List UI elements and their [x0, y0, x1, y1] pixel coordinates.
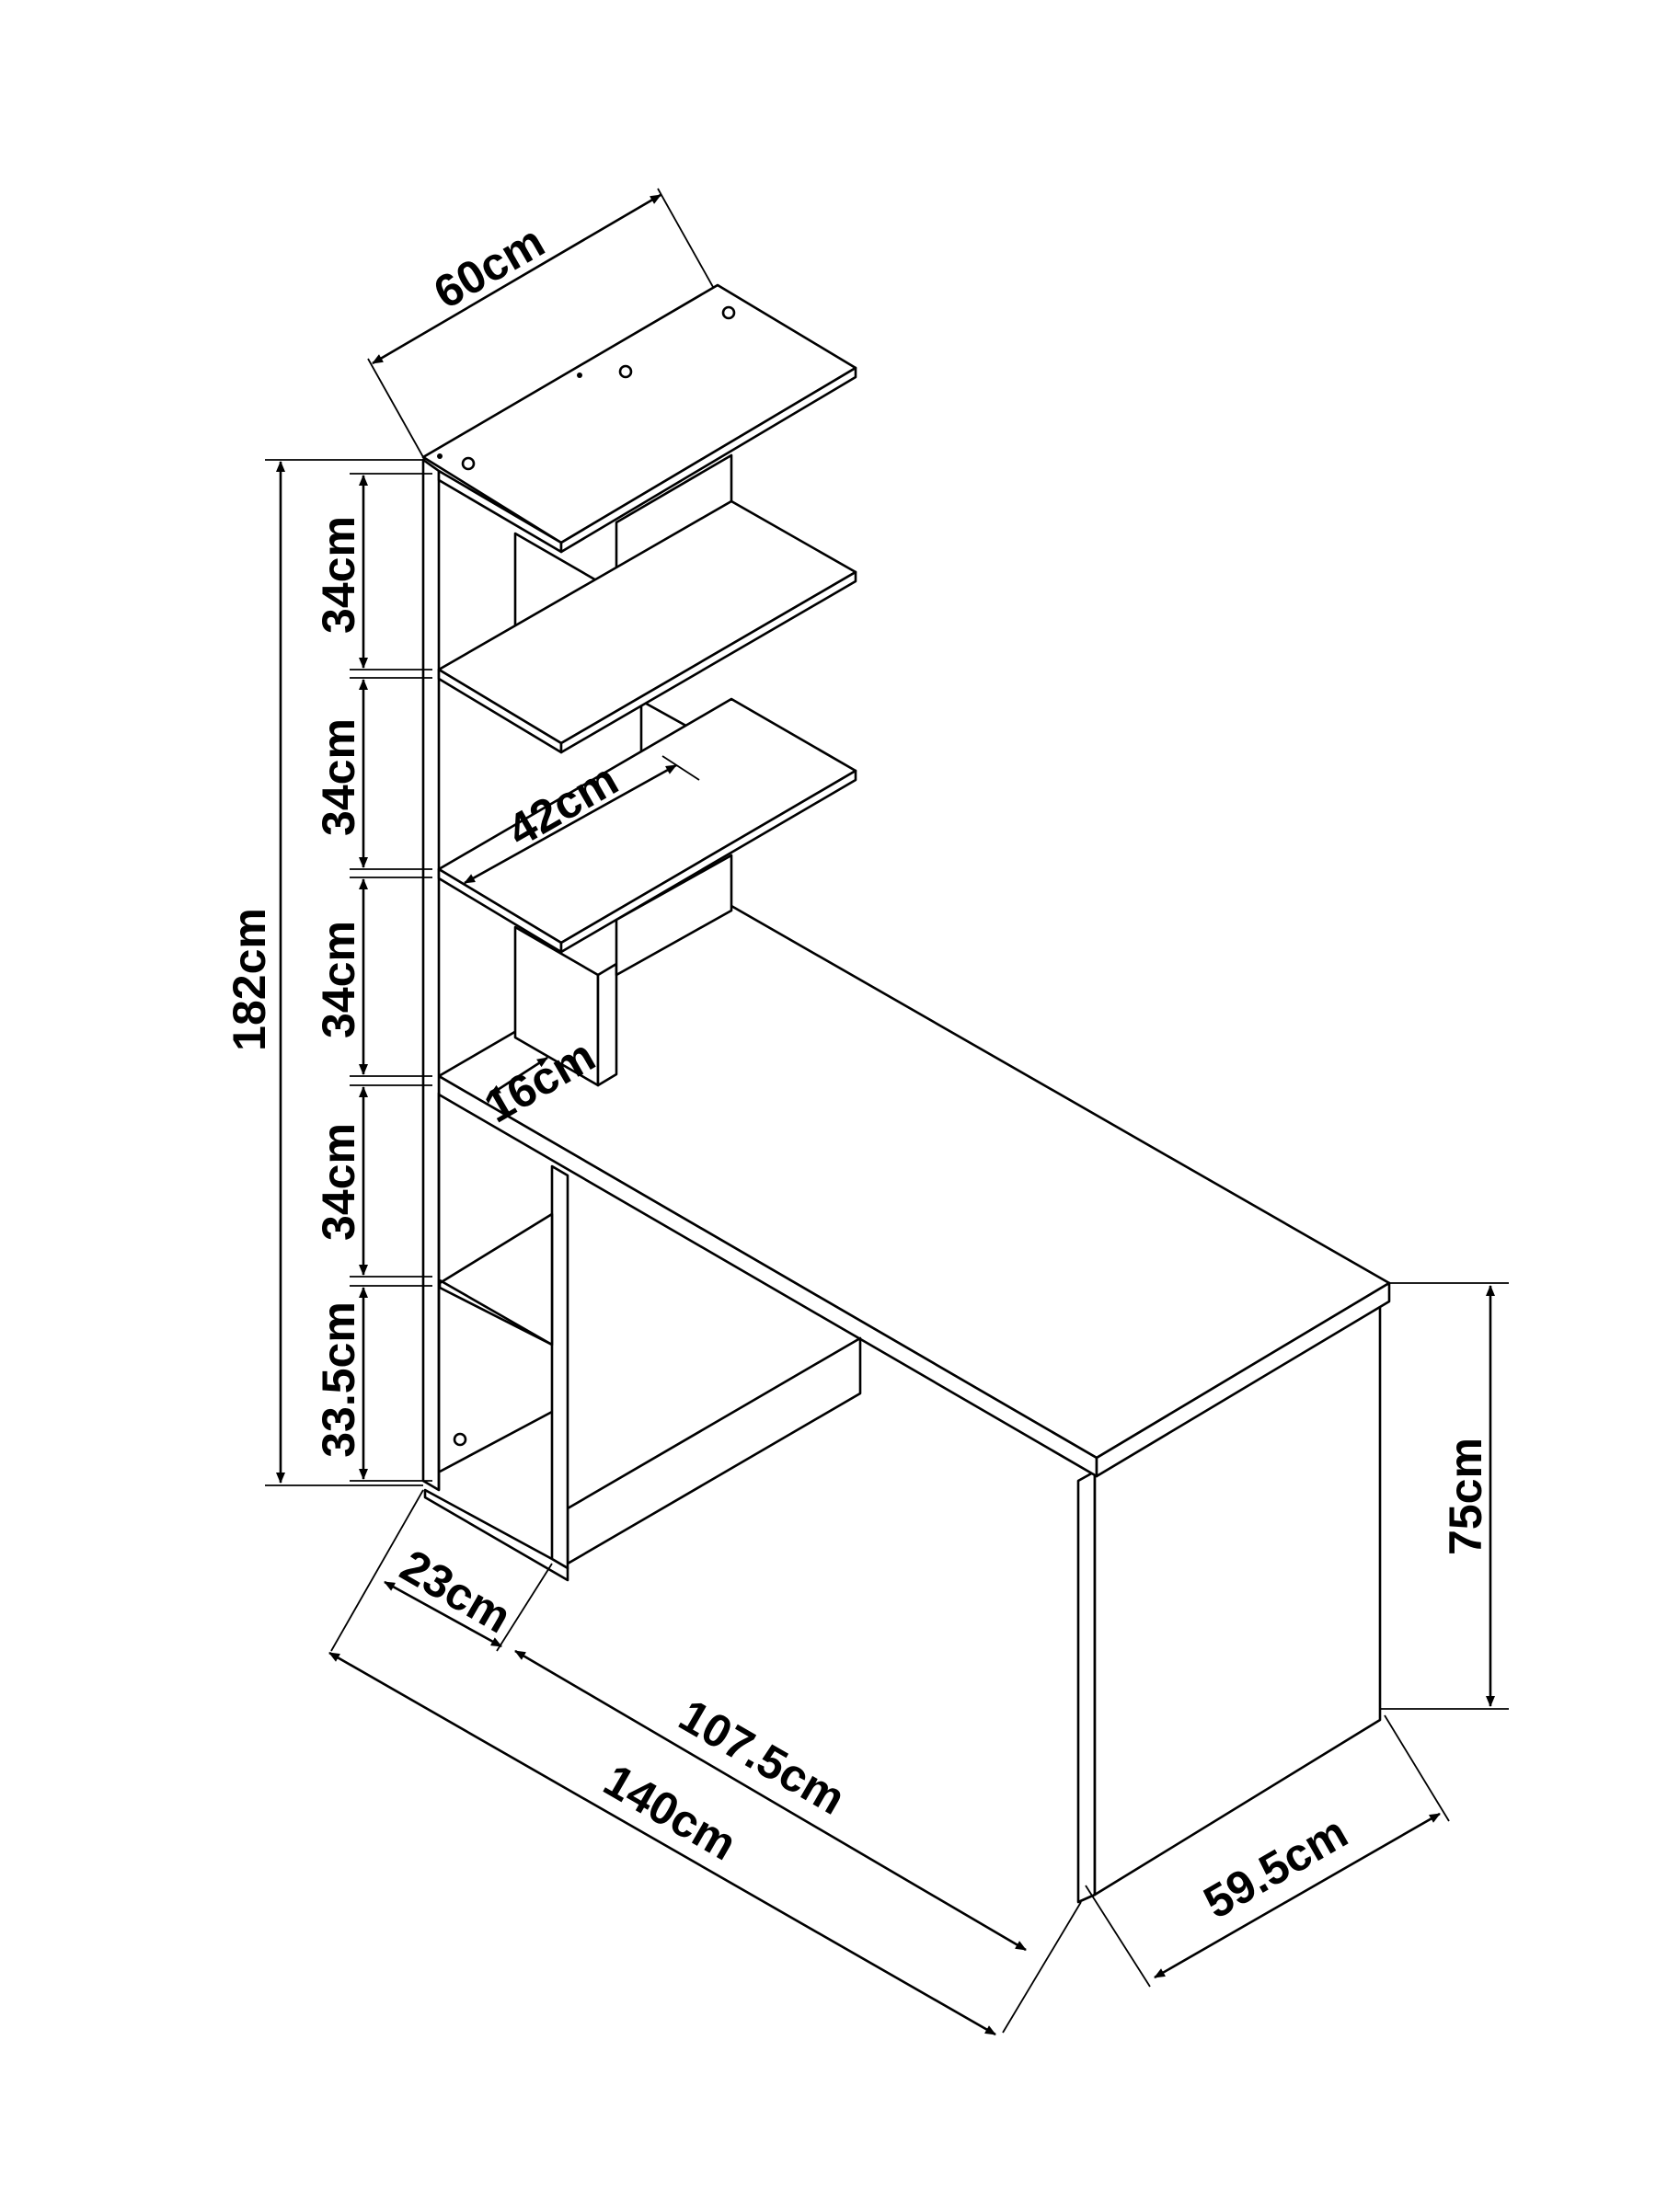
lower-shelf-edge	[439, 1278, 553, 1347]
label-59-5cm: 59.5cm	[1195, 1806, 1356, 1929]
hole-3	[721, 305, 736, 320]
label-34cm-3: 34cm	[313, 921, 364, 1038]
label-33-5cm: 33.5cm	[313, 1301, 364, 1458]
hole-6	[453, 1432, 467, 1447]
shelf-3-side	[559, 769, 857, 954]
hole-5	[577, 372, 582, 378]
label-34cm-2: 34cm	[313, 718, 364, 836]
label-60cm: 60cm	[425, 215, 553, 318]
label-34cm-4: 34cm	[313, 1123, 364, 1241]
hole-1	[461, 456, 476, 471]
lower-shelf	[438, 1212, 554, 1347]
desk-leg-panel	[1076, 1470, 1097, 1904]
hole-4	[437, 453, 443, 459]
label-34cm-1: 34cm	[313, 516, 364, 634]
bottom-divider	[550, 1164, 569, 1570]
hole-2	[618, 364, 633, 379]
support-3-back	[615, 854, 733, 977]
bottom-base	[423, 1488, 569, 1582]
shelf-side-panel	[421, 458, 441, 1492]
dimension-lines	[265, 188, 1509, 2036]
shelf-2-side	[559, 570, 857, 754]
desk-back-panel	[566, 1336, 862, 1565]
bottom-shelf-edge	[439, 1410, 553, 1473]
support-3-side	[596, 962, 618, 1087]
desk-top-side-edge	[1095, 1281, 1391, 1478]
shelf-top-side	[559, 366, 857, 554]
label-75cm: 75cm	[1440, 1438, 1491, 1555]
label-23cm: 23cm	[392, 1540, 520, 1643]
label-182cm: 182cm	[224, 908, 275, 1051]
